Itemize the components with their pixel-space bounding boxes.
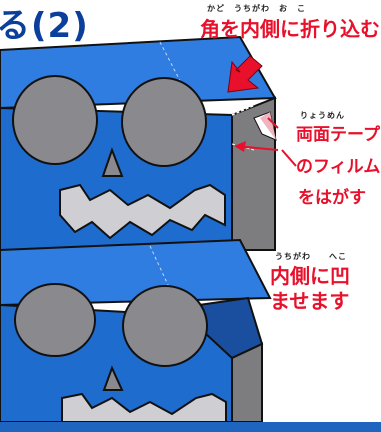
bottom-left-eye [14, 283, 96, 357]
step1-instruction: 角を内側に折り込む [200, 17, 380, 41]
tape-line-1: 両面テープ [296, 125, 380, 145]
step2-line-2: ませます [270, 289, 350, 313]
bottom-box-side-face [231, 342, 263, 423]
step-title: る(2) [0, 6, 89, 46]
tape-ruby: りょうめん [300, 111, 345, 120]
top-left-eye [12, 75, 98, 165]
bottom-right-eye [122, 285, 208, 367]
tape-line-2: のフィルム [296, 157, 381, 177]
step1-ruby: かど うちがわ お こ [207, 4, 306, 13]
top-right-eye [121, 77, 207, 167]
step2-line-1: 内側に凹 [270, 264, 350, 288]
tape-line-3: をはがす [298, 188, 366, 208]
bottom-bar [0, 422, 381, 432]
top-box-side-face [231, 96, 276, 251]
top-mouth [59, 183, 226, 240]
bottom-nose [102, 365, 124, 391]
top-nose [101, 147, 124, 177]
step2-ruby: うちがわ へこ [275, 252, 347, 261]
fold-arrow [227, 55, 263, 93]
